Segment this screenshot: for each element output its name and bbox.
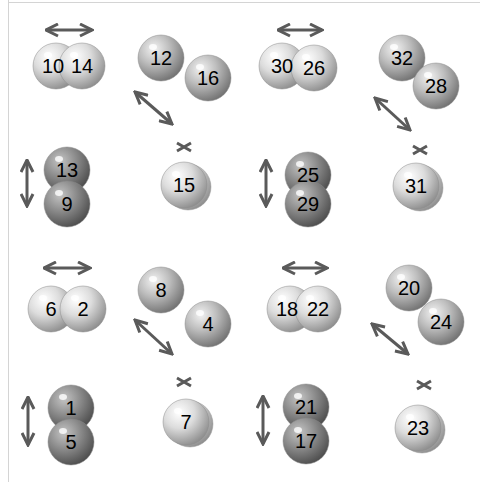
sphere-node: 16 [184,54,232,102]
sphere-body [395,405,441,451]
sphere-node: 26 [290,44,338,92]
sphere-number: 1 [65,398,76,418]
sphere-number: 7 [180,412,191,432]
sphere-number: 31 [405,176,427,196]
cross-mark [413,146,427,154]
sphere-node: 7 [162,398,210,446]
sphere-body [283,418,329,464]
sphere-number: 13 [56,160,78,180]
double-arrow [283,267,327,270]
sphere-body [185,55,231,101]
sphere-node: 12 [137,34,185,82]
sphere-number: 2 [77,299,88,319]
cross-mark [177,378,191,386]
sphere-body [291,45,337,91]
sphere-body [60,286,106,332]
sphere-number: 17 [295,431,317,451]
double-arrow [44,267,90,270]
cross-mark [417,381,431,389]
sphere-body [163,399,209,445]
sphere-node: 14 [58,42,106,90]
sphere-body [48,419,94,465]
cross-mark [177,143,191,151]
sphere-number: 21 [295,397,317,417]
sphere-number: 6 [45,299,56,319]
double-arrow [135,92,172,124]
sphere-number: 4 [202,314,213,334]
sphere-node: 17 [282,417,330,465]
sphere-number: 16 [197,68,219,88]
sphere-node: 9 [43,180,91,228]
sphere-node: 2 [59,285,107,333]
sphere-node: 24 [417,298,465,346]
sphere-number: 18 [276,299,298,319]
sphere-number: 25 [297,165,319,185]
sphere-number: 32 [391,48,413,68]
sphere-number: 30 [271,56,293,76]
sphere-body [386,265,432,311]
frame-line [8,0,9,482]
double-arrow [372,324,408,354]
frame-line [8,2,480,3]
sphere-body [185,301,231,347]
sphere-node: 29 [284,180,332,228]
sphere-node: 4 [184,300,232,348]
sphere-body [393,163,439,209]
sphere-node: 23 [394,404,442,452]
sphere-body [138,35,184,81]
sphere-node: 8 [137,266,185,314]
sphere-body [44,181,90,227]
sphere-node: 28 [412,62,460,110]
sphere-number: 26 [303,58,325,78]
sphere-number: 12 [150,48,172,68]
sphere-number: 22 [307,299,329,319]
sphere-number: 20 [398,278,420,298]
sphere-number: 14 [71,56,93,76]
double-arrow [26,160,29,206]
double-arrow [262,396,265,444]
sphere-node: 22 [294,285,342,333]
sphere-body [59,43,105,89]
sphere-number: 9 [61,194,72,214]
sphere-body [418,299,464,345]
sphere-node: 31 [392,162,440,210]
sphere-number: 10 [42,56,64,76]
sphere-number: 24 [430,312,452,332]
sphere-body [161,162,207,208]
sphere-body [285,181,331,227]
double-arrow [46,29,92,32]
double-arrow [27,397,30,445]
sphere-number: 28 [425,76,447,96]
sphere-number: 23 [407,418,429,438]
sphere-body [138,267,184,313]
sphere-body [295,286,341,332]
double-arrow [375,98,410,130]
sphere-node: 5 [47,418,95,466]
sphere-number: 29 [297,194,319,214]
sphere-node: 15 [160,161,208,209]
double-arrow [265,160,268,206]
sphere-number: 15 [173,175,195,195]
sphere-number: 5 [65,432,76,452]
double-arrow [278,29,322,32]
sphere-number: 8 [155,280,166,300]
sphere-body [413,63,459,109]
double-arrow [135,320,172,354]
